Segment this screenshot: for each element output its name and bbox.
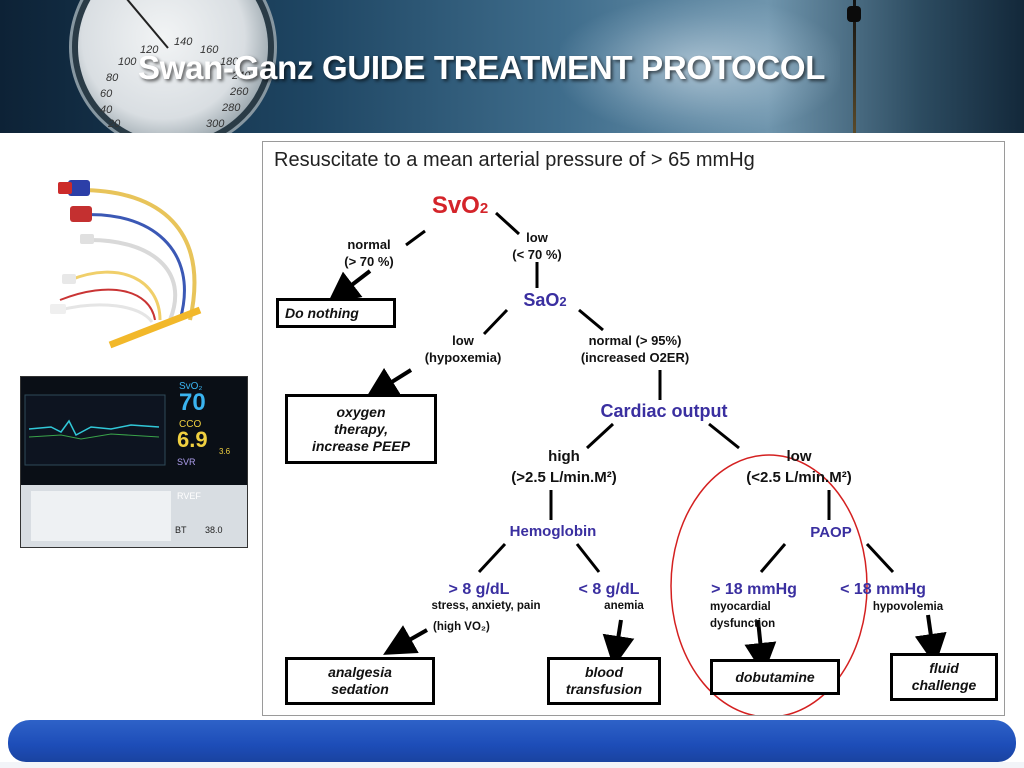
hb-low-label: < 8 g/dL — [578, 581, 640, 598]
gauge-number: 80 — [106, 72, 119, 84]
flowchart-heading: Resuscitate to a mean arterial pressure … — [274, 149, 755, 171]
gauge-number: 240 — [232, 70, 251, 82]
header-banner: 140 160 180 120 100 80 60 40 20 300 280 … — [0, 0, 1024, 133]
footer-bar — [8, 720, 1016, 762]
gauge-number: 180 — [220, 56, 239, 68]
analgesia-sedation-box: analgesia sedation — [285, 657, 435, 705]
flowchart-connectors — [327, 211, 947, 715]
svo2-label: SvO₂ — [179, 381, 203, 392]
svo2-low-line1: low — [526, 230, 548, 245]
svo2-normal-label: normal (> 70 %) — [344, 236, 394, 270]
gauge-number: 20 — [108, 118, 121, 130]
oxygen-box-line2: therapy, — [334, 420, 388, 437]
blood-box-line2: transfusion — [565, 681, 643, 697]
co-low-label: low (<2.5 L/min.M²) — [746, 446, 851, 488]
oxygen-box-line1: oxygen — [336, 403, 386, 420]
sao2-node-sub: 2 — [559, 294, 567, 309]
svo2-node-sub: 2 — [479, 200, 489, 217]
sao2-node-main: SaO — [523, 290, 560, 310]
svo2-node: SvO2 — [432, 192, 488, 220]
svr-label: SVR — [177, 457, 196, 467]
hemoglobin-node: Hemoglobin — [509, 523, 597, 540]
sao2-node: SaO2 — [523, 290, 566, 311]
gauge-needle — [122, 0, 169, 49]
do-nothing-box: Do nothing — [276, 298, 396, 328]
hb-high-label: > 8 g/dL — [448, 581, 510, 598]
iv-tube-image — [853, 0, 856, 133]
oxygen-box-line3: increase PEEP — [311, 437, 411, 454]
cco-side-value: 3.6 — [219, 447, 231, 456]
cco-value: 6.9 — [177, 427, 208, 452]
sao2-normal-line1: normal (> 95%) — [588, 333, 682, 348]
footer-edge — [0, 762, 1024, 768]
swan-ganz-catheter-image — [40, 170, 240, 350]
blood-box-line1: blood — [584, 664, 624, 680]
sphygmomanometer-gauge-image: 140 160 180 120 100 80 60 40 20 300 280 … — [78, 0, 268, 133]
svo2-value: 70 — [179, 389, 206, 416]
cco-label: CCO — [179, 419, 202, 430]
sao2-low-label: low (hypoxemia) — [425, 332, 502, 366]
rvef-label: RVEF — [177, 491, 201, 501]
hb-high-vo2: (high VO₂) — [433, 621, 490, 633]
analgesia-box-line2: sedation — [331, 681, 389, 697]
blood-transfusion-box: blood transfusion — [547, 657, 661, 705]
paop-low-cause: hypovolemia — [872, 601, 944, 613]
gauge-number: 120 — [140, 44, 159, 56]
svo2-normal-line2: (> 70 %) — [344, 254, 394, 269]
svo2-normal-line1: normal — [347, 237, 391, 252]
fluid-box-line1: fluid — [929, 660, 959, 676]
svo2-low-label: low (< 70 %) — [512, 229, 562, 263]
highlight-circle — [670, 454, 868, 715]
sao2-normal-line2: (increased O2ER) — [580, 350, 690, 365]
paop-high-cause-line2: dysfunction — [710, 618, 776, 630]
co-low-line2: (<2.5 L/min.M²) — [746, 469, 852, 486]
sao2-low-line1: low — [452, 333, 474, 348]
sao2-low-line2: (hypoxemia) — [424, 350, 502, 365]
fluid-box-line2: challenge — [911, 677, 977, 693]
co-high-line2: (>2.5 L/min.M²) — [511, 469, 617, 486]
analgesia-box-line1: analgesia — [328, 664, 392, 680]
paop-low-label: < 18 mmHg — [840, 581, 926, 598]
iv-connector-image — [847, 6, 861, 22]
bt-value: 38.0 — [205, 525, 223, 535]
hb-high-causes: stress, anxiety, pain — [431, 600, 541, 612]
paop-high-label: > 18 mmHg — [711, 581, 797, 598]
slide-title: Swan-Ganz GUIDE TREATMENT PROTOCOL — [138, 49, 826, 86]
do-nothing-text: Do nothing — [285, 304, 359, 321]
gauge-number: 60 — [100, 88, 113, 100]
hb-low-cause: anemia — [604, 600, 644, 612]
paop-high-cause-line1: myocardial — [710, 601, 771, 613]
paop-high-cause: myocardial dysfunction — [710, 599, 775, 633]
gauge-number: 160 — [200, 44, 219, 56]
fluid-challenge-box: fluid challenge — [890, 653, 998, 701]
paop-node: PAOP — [810, 524, 852, 541]
gauge-number: 300 — [206, 118, 225, 130]
banner-light — [560, 0, 840, 133]
oxygen-therapy-box: oxygen therapy, increase PEEP — [285, 394, 437, 464]
cardiac-output-node: Cardiac output — [600, 401, 728, 421]
dobutamine-text: dobutamine — [735, 668, 815, 685]
gauge-number: 280 — [222, 102, 241, 114]
svo2-low-line2: (< 70 %) — [512, 247, 562, 262]
bt-label: BT — [175, 525, 187, 535]
co-high-line1: high — [548, 448, 580, 465]
dobutamine-box: dobutamine — [710, 659, 840, 695]
gauge-number: 40 — [100, 104, 113, 116]
co-high-label: high (>2.5 L/min.M²) — [511, 446, 616, 488]
gauge-number: 100 — [118, 56, 137, 68]
sao2-normal-label: normal (> 95%) (increased O2ER) — [581, 332, 689, 366]
gauge-number: 140 — [174, 36, 193, 48]
treatment-flowchart: Resuscitate to a mean arterial pressure … — [262, 141, 1005, 716]
gauge-number: 260 — [230, 86, 249, 98]
svo2-node-main: SvO — [431, 192, 480, 219]
co-low-line1: low — [786, 448, 812, 465]
patient-monitor-image: SvO₂ 70 CCO 6.9 3.6 SVR RVEF BT 38.0 — [20, 376, 248, 548]
